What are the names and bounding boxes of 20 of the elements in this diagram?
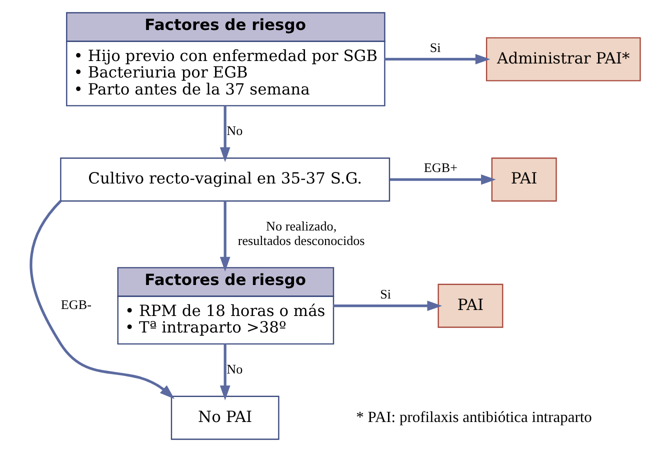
arrow	[219, 200, 230, 272]
node-box: Administrar PAI*	[485, 37, 640, 82]
arrow	[332, 300, 442, 311]
node-box: No PAI	[170, 396, 279, 440]
edge-label: EGB+	[423, 160, 457, 176]
arrow	[384, 54, 490, 64]
arrow	[29, 200, 174, 399]
edge-label: No	[226, 123, 242, 138]
arrow	[219, 106, 230, 162]
arrow	[219, 344, 230, 400]
edge-label: Si	[429, 40, 440, 55]
edge-label: EGB-	[60, 297, 91, 312]
edge-label: No	[226, 361, 242, 376]
arrow	[389, 174, 496, 185]
node-box: PAI	[490, 158, 556, 202]
label: * PAI: profilaxis antibiótica intraparto	[356, 408, 592, 426]
node-box: Cultivo recto-vaginal en 35-37 S.G.	[60, 158, 390, 202]
edge-label: No realizado, resultados desconocidos	[237, 218, 364, 248]
edge-label: Si	[380, 286, 391, 302]
node-box: PAI	[437, 284, 503, 328]
